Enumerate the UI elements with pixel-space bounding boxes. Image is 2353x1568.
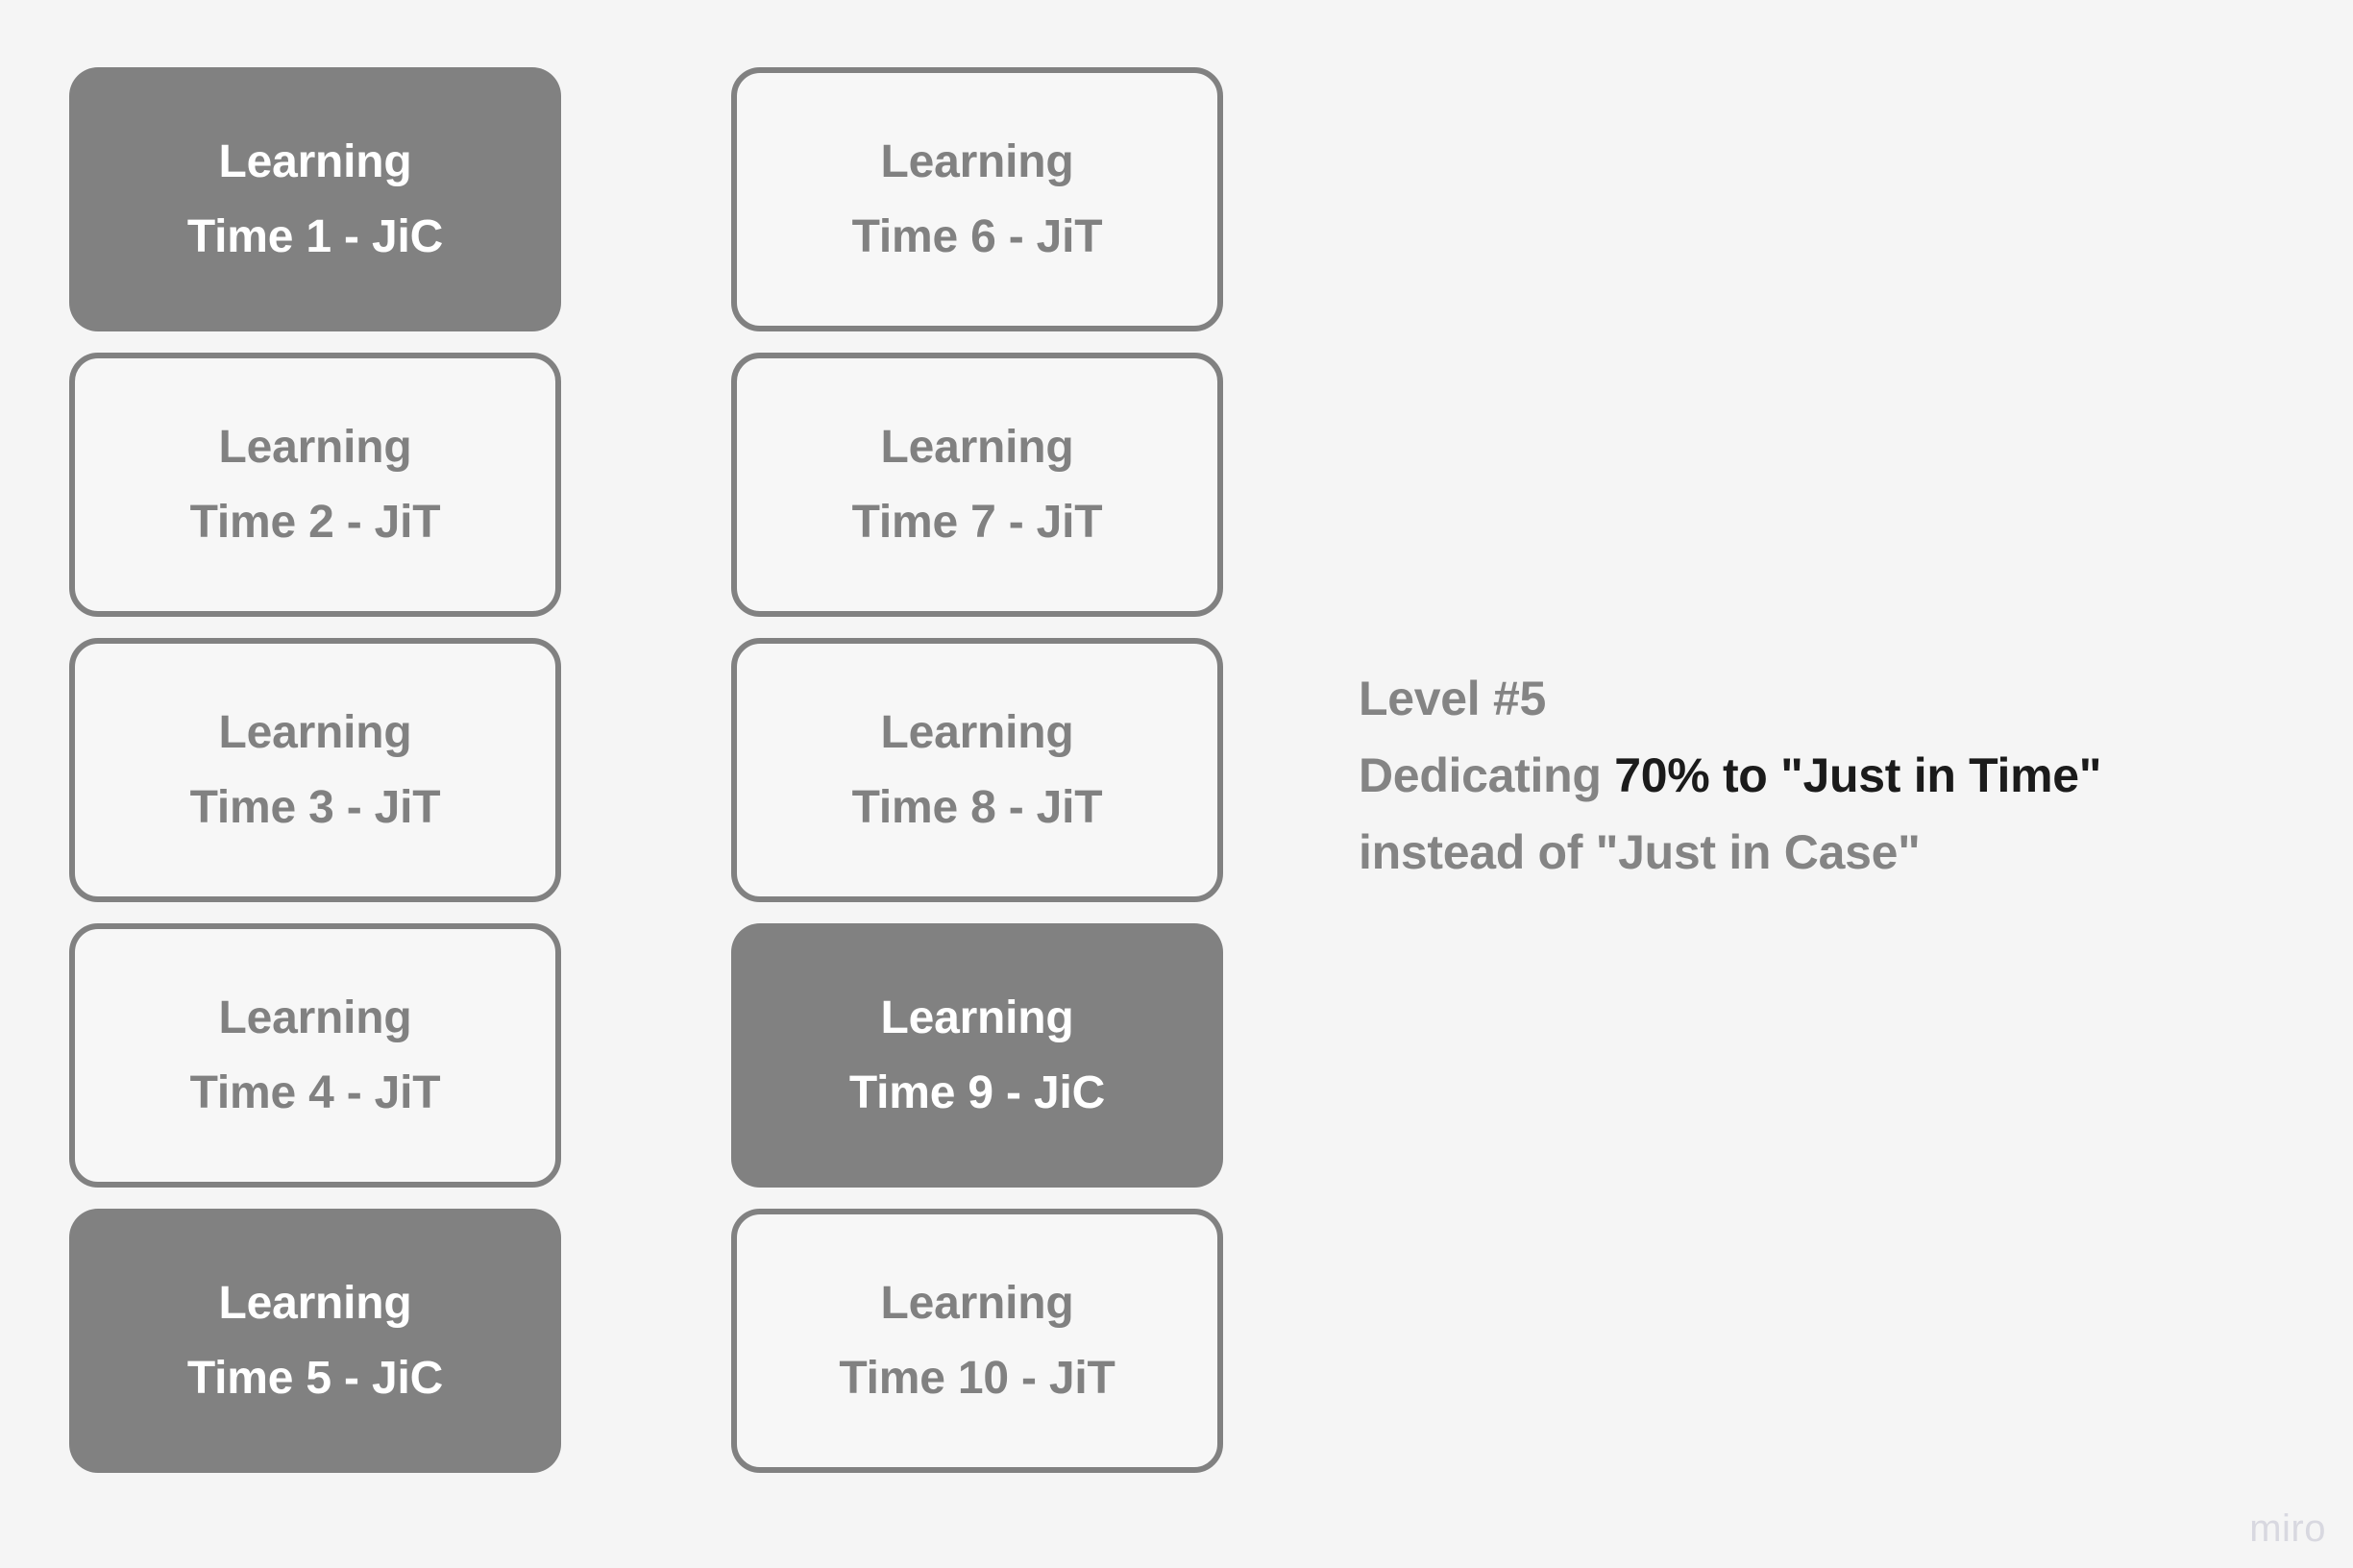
card-line-2: Time 10 - JiT — [839, 1352, 1115, 1404]
annotation-line-2: Dedicating 70% to "Just in Time" — [1359, 737, 2319, 814]
card-line-1: Learning — [880, 1277, 1074, 1329]
card-line-1: Learning — [218, 706, 412, 758]
annotation-line-2-prefix: Dedicating — [1359, 748, 1615, 802]
card-line-2: Time 5 - JiC — [186, 1352, 444, 1404]
card-line-2: Time 8 - JiT — [851, 781, 1103, 833]
card-line-1: Learning — [218, 135, 412, 187]
card-line-2: Time 6 - JiT — [851, 210, 1103, 262]
card-line-2: Time 2 - JiT — [189, 496, 441, 548]
card-line-1: Learning — [880, 992, 1074, 1043]
annotation-level-label: Level #5 — [1359, 672, 1546, 725]
annotation-text-block: Level #5 Dedicating 70% to "Just in Time… — [1359, 660, 2319, 891]
card-line-2: Time 3 - JiT — [189, 781, 441, 833]
annotation-line-3: instead of "Just in Case" — [1359, 825, 1921, 879]
card-line-1: Learning — [218, 992, 412, 1043]
card-line-1: Learning — [218, 1277, 412, 1329]
card-line-1: Learning — [880, 135, 1074, 187]
annotation-emphasis: 70% to "Just in Time" — [1614, 748, 2102, 802]
miro-watermark: miro — [2249, 1507, 2326, 1550]
card-line-1: Learning — [880, 421, 1074, 473]
card-line-1: Learning — [880, 706, 1074, 758]
card-line-2: Time 7 - JiT — [851, 496, 1103, 548]
card-line-2: Time 4 - JiT — [189, 1066, 441, 1118]
card-line-2: Time 9 - JiC — [848, 1066, 1106, 1118]
card-line-1: Learning — [218, 421, 412, 473]
card-line-2: Time 1 - JiC — [186, 210, 444, 262]
